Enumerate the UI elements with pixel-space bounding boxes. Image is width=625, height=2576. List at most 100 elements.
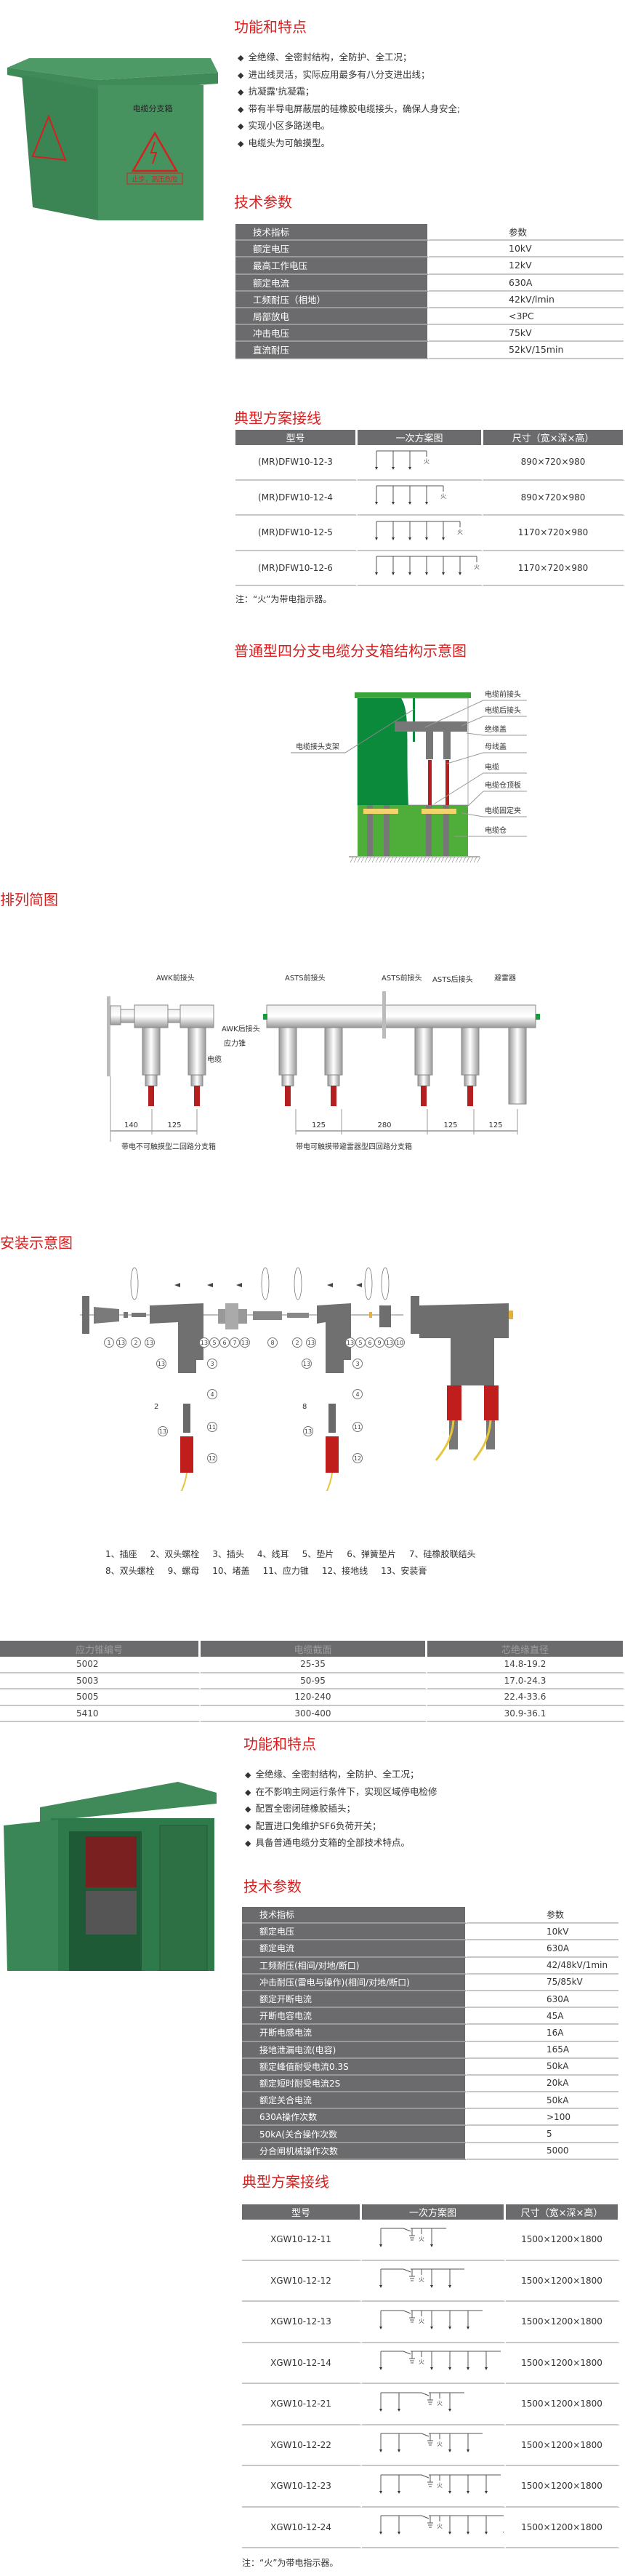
model-cell: (MR)DFW10-12-3 bbox=[235, 445, 358, 481]
structure-title: 普通型四分支电缆分支箱结构示意图 bbox=[234, 642, 467, 660]
callout-number: 13 bbox=[347, 1340, 354, 1346]
wiring-title-2: 典型方案接线 bbox=[242, 2173, 329, 2191]
diagram-cell: ⽕ bbox=[358, 445, 483, 481]
diagram-cell: ⽕ bbox=[362, 2343, 506, 2384]
part-label: ASTS前接头 bbox=[285, 973, 326, 983]
dimension-value: 125 bbox=[167, 1121, 181, 1129]
load-switch-icon bbox=[403, 2310, 411, 2314]
load-switch-icon bbox=[421, 2433, 430, 2437]
stress-cone bbox=[278, 1027, 297, 1076]
callout-circle bbox=[395, 1337, 405, 1348]
callout-number: 11 bbox=[209, 1424, 216, 1431]
callout-circle bbox=[199, 1337, 209, 1348]
load-switch-icon bbox=[421, 2515, 430, 2519]
column-header: 一次方案图 bbox=[358, 430, 483, 445]
single-line-diagram: ⽕ bbox=[379, 2433, 483, 2453]
indicator-note-2: 注：“⽕”为带电指示器。 bbox=[242, 2558, 339, 2568]
arrow-down-icon bbox=[448, 2285, 451, 2289]
arrow-down-icon bbox=[408, 466, 411, 470]
diagram-cell: ⽕ bbox=[362, 2425, 506, 2466]
spec-value: 16A bbox=[467, 2025, 618, 2042]
cable bbox=[148, 1086, 154, 1106]
spec-value: <3PC bbox=[429, 308, 624, 326]
hatch-line bbox=[353, 856, 358, 863]
hatch-line bbox=[382, 856, 387, 863]
rotate-arrow-icon bbox=[130, 1267, 139, 1300]
cone-number: 5002 bbox=[0, 1657, 201, 1673]
model-cell: XGW10-12-14 bbox=[242, 2343, 362, 2384]
leader-line bbox=[344, 708, 415, 753]
core-insulation-diameter: 22.4-33.6 bbox=[427, 1689, 625, 1706]
spec-row: 技术指标参数 bbox=[242, 1907, 618, 1924]
spec-value: 参数 bbox=[467, 1907, 618, 1924]
arrow-down-icon bbox=[375, 537, 378, 540]
legend-item: 6、弹簧垫片 bbox=[347, 1549, 396, 1559]
specs-title: 技术参数 bbox=[234, 193, 292, 211]
arrow-down-icon bbox=[392, 572, 395, 576]
callout-circle bbox=[306, 1337, 316, 1348]
callout-circle bbox=[352, 1359, 363, 1369]
hatch-line bbox=[444, 856, 448, 863]
feature-item: 电缆头为可触摸型。 bbox=[238, 135, 460, 152]
callout-number: 4 bbox=[210, 1391, 214, 1398]
structure-label: 电缆仓顶板 bbox=[485, 780, 521, 790]
single-line-diagram: ⽕ bbox=[379, 2474, 501, 2494]
live-indicator-icon: ⽕ bbox=[437, 2400, 443, 2407]
arrow-down-icon bbox=[408, 537, 411, 540]
indicator-note: 注：“⽕”为带电指示器。 bbox=[235, 594, 332, 604]
model-cell: XGW10-12-24 bbox=[242, 2507, 362, 2548]
rotate-arrow-icon bbox=[261, 1267, 270, 1300]
core-insulation-diameter: 17.0-24.3 bbox=[427, 1673, 625, 1689]
callout-circle bbox=[116, 1337, 126, 1348]
single-line-diagram: ⽕ bbox=[379, 2310, 483, 2329]
model-cell: (MR)DFW10-12-6 bbox=[235, 551, 358, 586]
spec-value: 45A bbox=[467, 2008, 618, 2025]
hatch-line bbox=[371, 856, 376, 863]
callout-number: 6 bbox=[368, 1340, 371, 1346]
feature-item: 配置全密闭硅橡胶插头； bbox=[245, 1800, 437, 1817]
callout-circle bbox=[156, 1359, 166, 1369]
size-cell: 1500×1200×1800 bbox=[506, 2384, 620, 2425]
hatch-line bbox=[448, 856, 452, 863]
model-cell: XGW10-12-23 bbox=[242, 2466, 362, 2508]
arrow-down-icon bbox=[425, 502, 428, 505]
callout-number: 13 bbox=[158, 1361, 165, 1367]
feature-item: 实现小区多路送电。 bbox=[238, 117, 460, 135]
arrow-down-icon bbox=[425, 572, 428, 576]
column-header: 尺寸（宽×深×高） bbox=[483, 430, 625, 445]
feature-item: 具备普通电缆分支箱的全部技术特点。 bbox=[245, 1834, 437, 1852]
dimension-value: 125 bbox=[488, 1121, 502, 1129]
legend-item: 7、硅橡胶联结头 bbox=[408, 1549, 476, 1559]
arrow-down-icon bbox=[408, 502, 411, 505]
spec-value: 630A bbox=[467, 1991, 618, 2009]
specs-title-2: 技术参数 bbox=[243, 1878, 302, 1895]
spec-value: 42/48kV/1min bbox=[467, 1958, 618, 1975]
load-switch-icon bbox=[421, 2392, 430, 2396]
structure-label: 电缆固定夹 bbox=[485, 806, 521, 815]
size-cell: 1500×1200×1800 bbox=[506, 2425, 620, 2466]
cable-section: 300-400 bbox=[201, 1705, 427, 1722]
arrow-down-icon bbox=[379, 2532, 382, 2535]
rotate-arrow-icon bbox=[381, 1267, 390, 1300]
spec-name: 技术指标 bbox=[242, 1907, 467, 1924]
spec-row: 接地泄漏电流(电容)165A bbox=[242, 2041, 618, 2059]
arrow-down-icon bbox=[503, 2532, 506, 2535]
lid bbox=[355, 692, 471, 698]
feature-item: 带有半导电屏蔽层的硅橡胶电缆接头，确保人身安全; bbox=[238, 100, 460, 118]
spec-name: 工频耐压（相地） bbox=[235, 291, 429, 308]
hatch-line bbox=[375, 856, 379, 863]
model-cell: XGW10-12-13 bbox=[242, 2302, 362, 2343]
ring-main-unit-photo bbox=[4, 1782, 217, 1971]
callout-circle bbox=[230, 1337, 240, 1348]
callout-number: 7 bbox=[233, 1340, 236, 1346]
connector-neck bbox=[281, 1074, 294, 1087]
live-indicator-icon: ⽕ bbox=[419, 2318, 424, 2324]
